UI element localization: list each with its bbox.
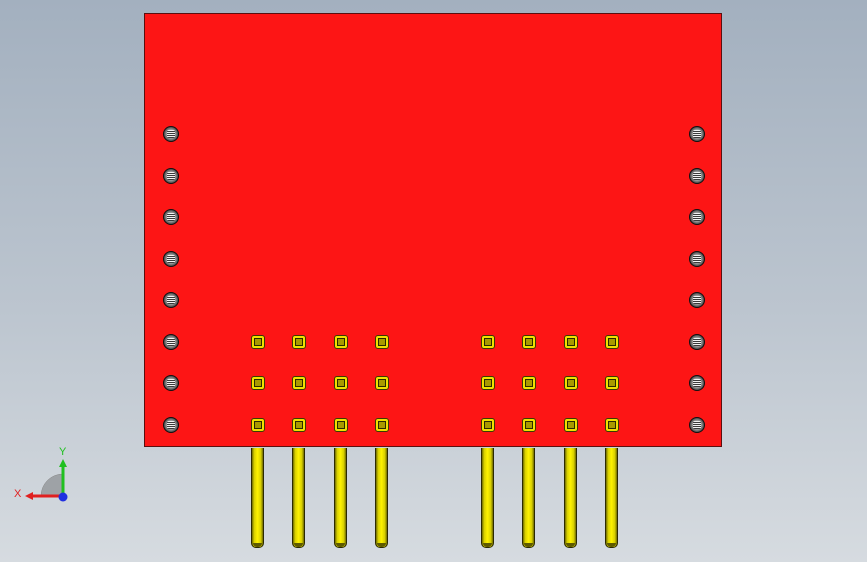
- pcb-board[interactable]: [144, 13, 722, 447]
- mounting-hole: [163, 209, 179, 225]
- header-pin: [374, 448, 388, 548]
- mounting-hole: [689, 292, 705, 308]
- y-axis-label: Y: [59, 446, 67, 458]
- solder-pad: [334, 335, 348, 349]
- z-axis-dot: [58, 492, 68, 502]
- header-pin: [291, 448, 305, 548]
- solder-pad: [481, 335, 495, 349]
- solder-pad: [375, 418, 389, 432]
- solder-pad: [522, 418, 536, 432]
- solder-pad: [481, 376, 495, 390]
- solder-pad: [375, 376, 389, 390]
- header-pin: [333, 448, 347, 548]
- orientation-triad: Y X: [14, 446, 68, 502]
- x-arrow-head: [25, 492, 33, 500]
- solder-pad: [605, 418, 619, 432]
- solder-pad: [605, 335, 619, 349]
- mounting-hole: [689, 126, 705, 142]
- mounting-hole: [689, 417, 705, 433]
- solder-pad: [564, 335, 578, 349]
- mounting-hole: [163, 375, 179, 391]
- solder-pad: [251, 376, 265, 390]
- solder-pad: [334, 376, 348, 390]
- solder-pad: [564, 376, 578, 390]
- solder-pad: [522, 335, 536, 349]
- mounting-hole: [689, 209, 705, 225]
- header-pin: [480, 448, 494, 548]
- mounting-hole: [689, 251, 705, 267]
- mounting-hole: [163, 292, 179, 308]
- header-pin: [563, 448, 577, 548]
- solder-pad: [564, 418, 578, 432]
- mounting-hole: [163, 126, 179, 142]
- solder-pad: [334, 418, 348, 432]
- mounting-hole: [163, 334, 179, 350]
- header-pin: [521, 448, 535, 548]
- solder-pad: [605, 376, 619, 390]
- solder-pad: [481, 418, 495, 432]
- solder-pad: [522, 376, 536, 390]
- y-arrow-head: [59, 459, 67, 467]
- header-pin: [604, 448, 618, 548]
- solder-pad: [292, 335, 306, 349]
- x-axis-label: X: [14, 488, 22, 500]
- mounting-hole: [689, 168, 705, 184]
- header-pin: [250, 448, 264, 548]
- mounting-hole: [163, 417, 179, 433]
- solder-pad: [251, 418, 265, 432]
- triad-quadrant: [40, 473, 64, 497]
- mounting-hole: [163, 168, 179, 184]
- solder-pad: [292, 418, 306, 432]
- solder-pad: [375, 335, 389, 349]
- mounting-hole: [163, 251, 179, 267]
- mounting-hole: [689, 375, 705, 391]
- solder-pad: [292, 376, 306, 390]
- solder-pad: [251, 335, 265, 349]
- mounting-hole: [689, 334, 705, 350]
